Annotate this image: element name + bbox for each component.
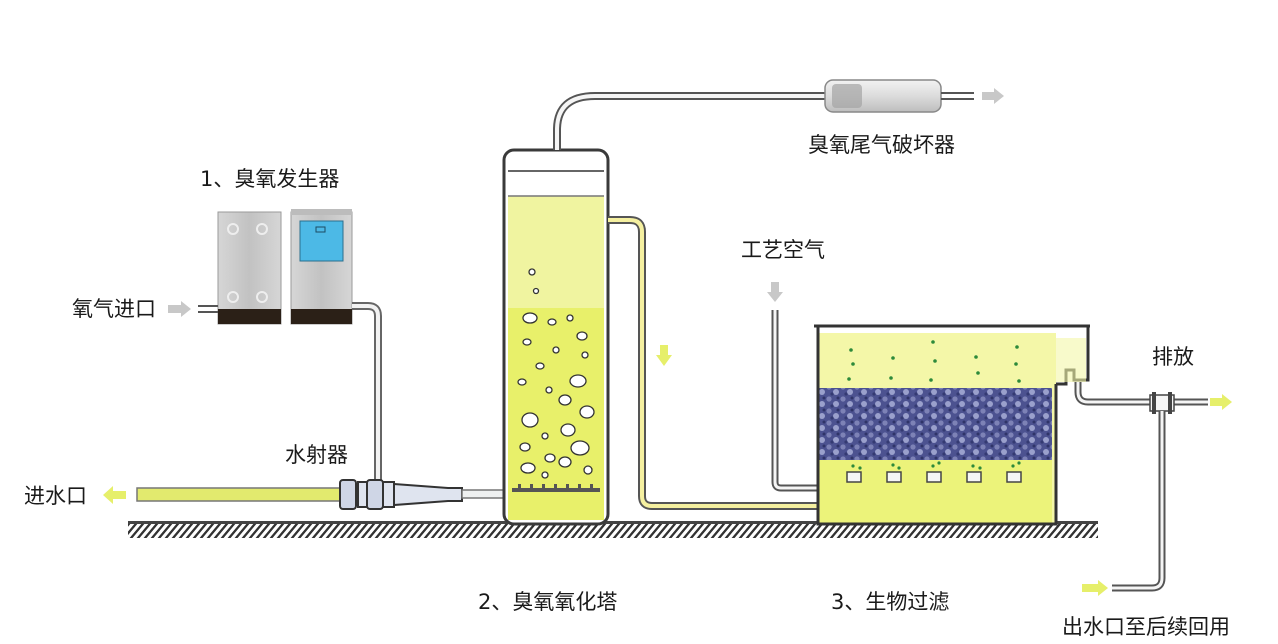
oxygen-inlet-pipe [198, 305, 218, 313]
tail-gas-destructor [824, 79, 974, 113]
tee-fitting [1149, 392, 1175, 414]
label-outlet-reuse: 出水口至后续回用 [1062, 615, 1230, 639]
flow-arrow-icon [767, 282, 783, 302]
label-bio-filter: 3、生物过滤 [831, 590, 949, 614]
flow-arrow-icon [656, 345, 672, 366]
label-ejector: 水射器 [285, 443, 348, 467]
label-water-inlet: 进水口 [24, 484, 87, 508]
ozone-gas-pipe [352, 302, 382, 488]
label-oxidation-tower: 2、臭氧氧化塔 [478, 590, 617, 614]
flow-arrow-icon [1082, 580, 1108, 596]
flow-arrow-icon [103, 486, 126, 504]
label-discharge: 排放 [1152, 345, 1194, 369]
label-ozone-generator: 1、臭氧发生器 [200, 167, 339, 191]
water-inlet-pipe [136, 487, 343, 502]
tower-outlet-pipe [608, 216, 818, 510]
oxidation-tower [502, 148, 610, 526]
discharge-pipe [1074, 382, 1208, 406]
label-tail-gas-destructor: 臭氧尾气破坏器 [808, 133, 955, 157]
ejector [339, 479, 463, 510]
label-oxygen-inlet: 氧气进口 [72, 297, 156, 321]
flow-arrow-icon [1210, 394, 1232, 410]
flow-arrow-icon [168, 301, 191, 317]
label-process-air: 工艺空气 [741, 238, 825, 262]
ground [128, 521, 1098, 538]
flow-arrow-icon [982, 88, 1004, 104]
bio-filter-tank [814, 324, 1090, 526]
reuse-outlet-pipe [1112, 411, 1166, 592]
tail-gas-pipe [553, 92, 830, 150]
ozone-generator [217, 209, 353, 325]
